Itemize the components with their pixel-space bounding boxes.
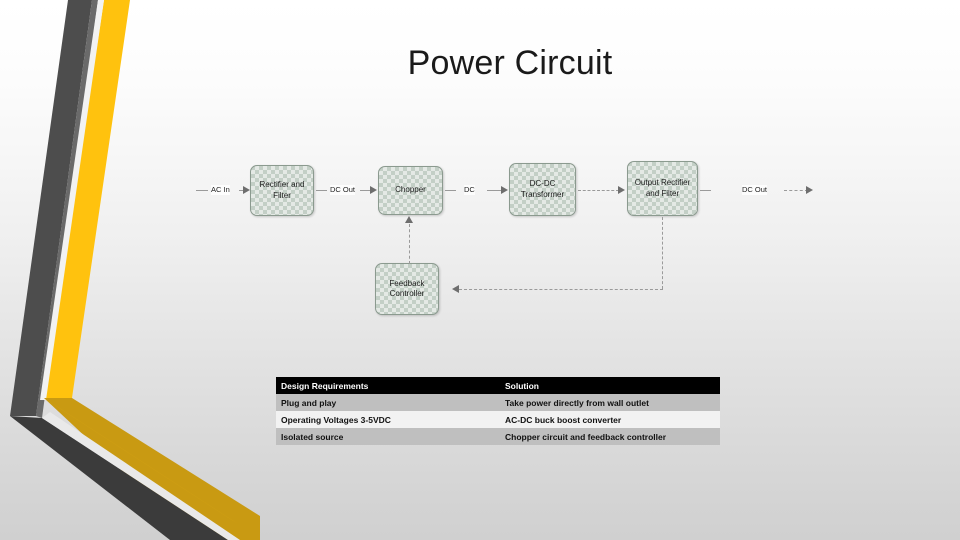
edge-label-dc-out-1: DC Out [330,185,356,195]
node-label-feedback-controller: Feedback Controller [389,278,425,299]
table-row: Plug and play Take power directly from w… [276,394,720,411]
node-label-chopper: Chopper [395,185,426,195]
node-feedback-controller[interactable]: Feedback Controller [375,263,439,315]
edge-label-dc: DC [464,185,475,195]
cell-solution: AC-DC buck boost converter [500,411,720,428]
connector-transformer-to-output [578,190,619,191]
table-header-row: Design Requirements Solution [276,377,720,394]
connector-rect-out-stub [316,190,327,191]
connector-final-out [784,190,808,191]
page-title: Power Circuit [407,44,613,82]
column-header-design-requirements: Design Requirements [276,377,500,394]
node-chopper[interactable]: Chopper [378,166,443,215]
arrow-into-feedback-controller [452,285,459,293]
cell-requirement: Plug and play [276,394,500,411]
node-label-output-rectifier-and-filter: Output Rectifier and Filter [634,178,691,198]
cell-solution: Chopper circuit and feedback controller [500,428,720,445]
cell-solution: Take power directly from wall outlet [500,394,720,411]
node-label-rectifier-and-filter: Rectifier and Filter [259,180,305,200]
connector-output-stub [700,190,711,191]
table-row: Operating Voltages 3-5VDC AC-DC buck boo… [276,411,720,428]
connector-ac-in-to-rect [239,190,246,191]
arrow-final-dc-out [806,186,813,194]
edge-label-dc-out-2: DC Out [742,185,768,195]
connector-feedback-up [409,224,410,264]
connector-feedback-left [459,289,663,290]
edge-label-ac-in: AC In [211,185,230,195]
design-requirements-table: Design Requirements Solution Plug and pl… [276,377,720,445]
node-output-rectifier-and-filter[interactable]: Output Rectifier and Filter [627,161,698,216]
table-row: Isolated source Chopper circuit and feed… [276,428,720,445]
connector-ac-in-stub [196,190,208,191]
node-label-dc-dc-transformer: DC-DC Transformer [520,179,565,199]
cell-requirement: Isolated source [276,428,500,445]
column-header-solution: Solution [500,377,720,394]
arrow-into-output-rectifier [618,186,625,194]
connector-chopper-out-stub [445,190,456,191]
connector-feedback-down [662,217,663,289]
arrow-into-chopper-feedback [405,216,413,223]
arrow-into-chopper [370,186,377,194]
connector-dc-to-transformer [487,190,503,191]
node-dc-dc-transformer[interactable]: DC-DC Transformer [509,163,576,216]
cell-requirement: Operating Voltages 3-5VDC [276,411,500,428]
node-rectifier-and-filter[interactable]: Rectifier and Filter [250,165,314,216]
arrow-into-rectifier [243,186,250,194]
arrow-into-transformer [501,186,508,194]
connector-dcout1-to-chopper [360,190,372,191]
